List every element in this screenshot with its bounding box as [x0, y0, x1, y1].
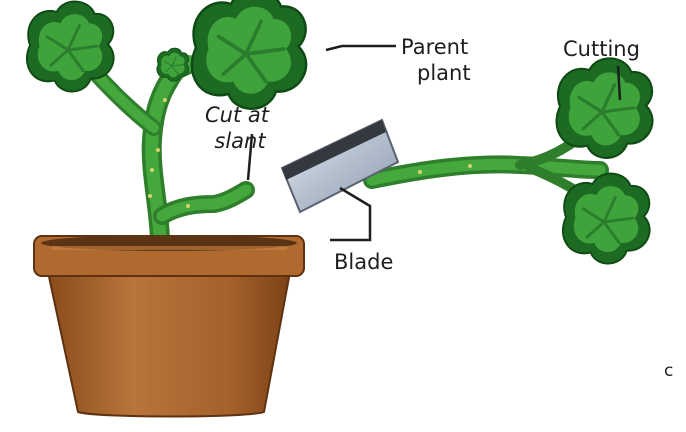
cutting-label: Cutting [563, 36, 640, 62]
cutting [372, 58, 652, 263]
cut-at-slant-line2: slant [205, 128, 269, 154]
parent-plant-label-line2: plant [401, 60, 471, 86]
blade [282, 120, 398, 212]
cut-at-slant-line1: Cut at [205, 102, 269, 128]
blade-label: Blade [334, 249, 393, 275]
cut-at-slant-label: Cut at slant [205, 102, 269, 154]
parent-plant-label-line1: Parent [401, 34, 471, 60]
edge-text-fragment: c [664, 358, 673, 384]
flower-pot [34, 235, 304, 417]
parent-plant-label: Parent plant [401, 34, 471, 86]
